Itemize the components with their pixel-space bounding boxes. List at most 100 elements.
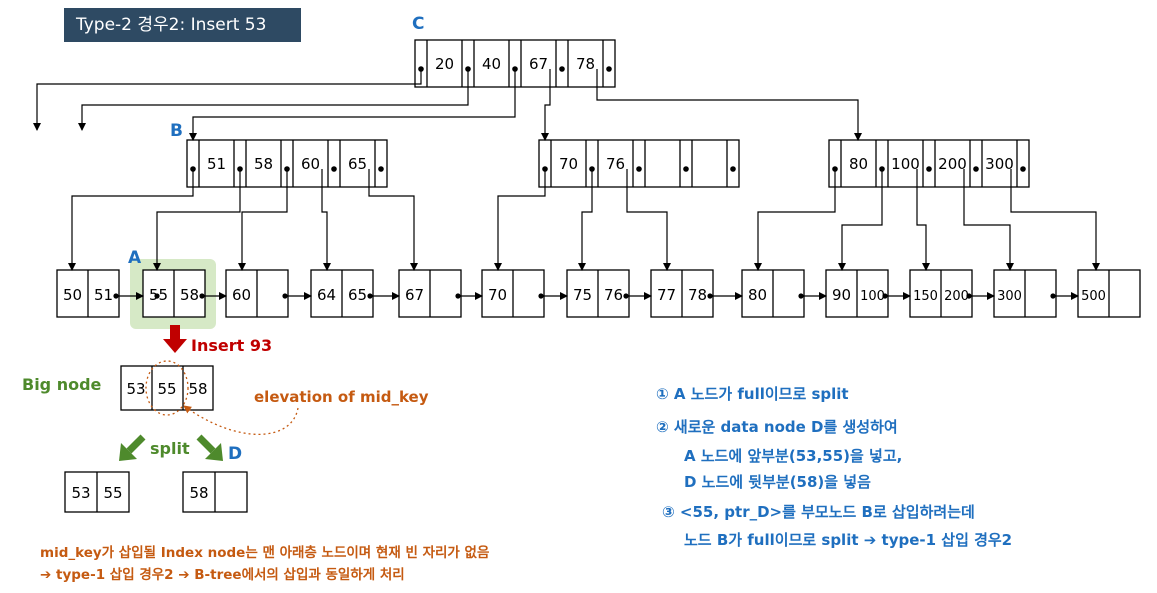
data-key: 67 [405,286,424,304]
data-node: 150 200 [909,269,973,318]
insert-arrow [163,325,187,353]
label-b: B [170,121,183,141]
pointer-dot [606,66,612,72]
big-node: 53 55 58 [120,360,214,416]
pointer-arrow [838,169,883,271]
pointer-dot [154,293,160,299]
data-key: 77 [657,286,676,304]
pointer-dot [973,166,979,172]
split-arrow-left [119,434,146,461]
bottom-note-2: ➔ type-1 삽입 경우2 ➔ B-tree에서의 삽입과 동일하게 처리 [40,567,405,583]
pointer-dot [378,166,384,172]
data-key: 78 [688,286,707,304]
data-node: 80 [741,269,805,318]
pointer-arrow [68,169,194,271]
pointer-dot [1020,166,1026,172]
data-key: 50 [63,286,82,304]
split-label: split [150,439,190,458]
insert-label: Insert 93 [191,336,272,355]
index-key: 58 [254,155,273,173]
split-arrow-right [196,434,223,461]
index-key: 100 [891,155,920,173]
big-node-label: Big node [22,375,102,394]
mid-key-circle [145,360,189,416]
pointer-arrow [1010,169,1100,271]
pointer-arrow [368,169,418,271]
index-key: 300 [985,155,1014,173]
pointer-arrow [153,169,241,271]
data-key: 150 [913,289,938,304]
step-1: ① A 노드가 full이므로 split [656,385,849,403]
big-node-key: 53 [126,380,145,398]
data-key: 300 [997,289,1022,304]
pointer-dot [683,166,689,172]
index-key: 60 [301,155,320,173]
split-node-key: 55 [103,484,122,502]
step-2a: A 노드에 앞부분(53,55)을 넣고, [684,447,903,465]
index-key: 76 [606,155,625,173]
bottom-note-1: mid_key가 삽입될 Index node는 맨 아래층 노드이며 현재 빈… [40,545,490,561]
pointer-arrow [494,169,546,271]
pointer-dot [926,166,932,172]
data-key: 90 [832,286,851,304]
data-node: 64 65 [310,269,374,318]
data-node: 500 [1077,269,1141,318]
data-key: 200 [944,289,969,304]
data-key: 70 [488,286,507,304]
pointer-arrow [78,69,469,131]
pointer-arrow [916,169,930,271]
label-a: A [128,248,142,268]
big-node-key: 58 [188,380,207,398]
data-node: 70 [481,269,545,318]
index-key: 40 [482,55,501,73]
pointer-arrow [238,169,288,271]
pointer-dot [730,166,736,172]
data-node: 60 [225,269,289,318]
index-key: 200 [938,155,967,173]
pointer-arrow [541,69,551,141]
data-key: 65 [348,286,367,304]
pointer-arrow [321,169,331,271]
data-node: 77 78 [650,269,714,318]
pointer-arrow [626,169,671,271]
pointer-arrow [33,69,422,131]
data-key: 60 [232,286,251,304]
data-key: 500 [1081,289,1106,304]
index-key: 78 [576,55,595,73]
step-2b: D 노드에 뒷부분(58)을 넣음 [684,473,871,491]
data-key: 64 [317,286,336,304]
label-d: D [228,444,242,464]
elevation-label: elevation of mid_key [254,388,429,406]
pointer-dot [636,166,642,172]
index-node-C: 20 40 67 78 [414,39,616,88]
data-node: 67 [398,269,462,318]
step-2: ② 새로운 data node D를 생성하여 [656,418,898,436]
data-node: 300 [993,269,1057,318]
label-c: C [412,14,424,34]
split-node-a: 53 55 [64,471,130,513]
index-key: 65 [348,155,367,173]
pointer-arrow [754,169,836,271]
pointer-dot [559,66,565,72]
split-node-d: 58 [182,471,248,513]
step-3: ③ <55, ptr_D>를 부모노드 B로 삽입하려는데 [662,503,975,521]
index-key: 20 [435,55,454,73]
data-key: 51 [94,286,113,304]
data-key: 76 [604,286,623,304]
slide-title: Type-2 경우2: Insert 53 [64,8,301,42]
data-key: 75 [573,286,592,304]
elevation-curve [183,405,299,435]
pointer-arrow [578,169,593,271]
index-key: 51 [207,155,226,173]
pointer-arrow [963,169,1014,271]
data-node: 75 76 [566,269,630,318]
index-key: 67 [529,55,548,73]
